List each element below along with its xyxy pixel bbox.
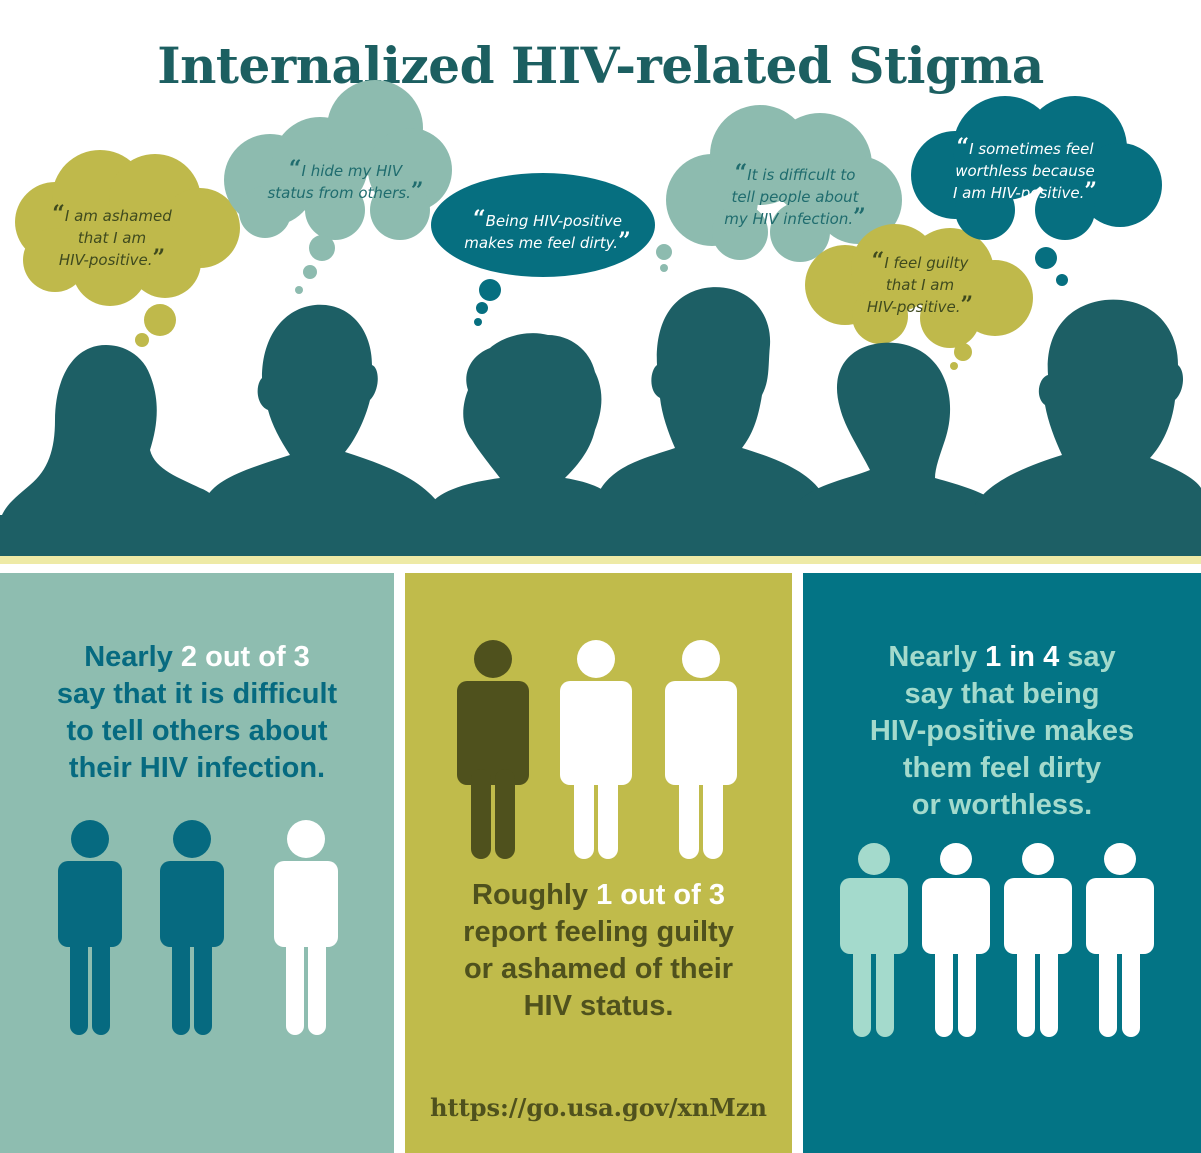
person-icon bbox=[1004, 843, 1072, 1037]
thought-bubble-1 bbox=[15, 150, 240, 347]
thought-text-1: “I am ashamed that I am HIV-positive.” bbox=[52, 201, 172, 271]
thought-bubble-4 bbox=[656, 105, 902, 272]
person-icon bbox=[457, 640, 529, 859]
stat-panel-middle: Roughly 1 out of 3 report feeling guilty… bbox=[405, 573, 792, 1153]
thought-text-6: “I sometimes feel worthless because I am… bbox=[952, 134, 1098, 204]
stat-text-right: Nearly 1 in 4 say say that being HIV-pos… bbox=[869, 641, 1135, 821]
silhouette-scene bbox=[0, 80, 1201, 556]
person-icon bbox=[58, 820, 122, 1035]
source-link[interactable]: https://go.usa.gov/xnMzn bbox=[430, 1093, 767, 1122]
people-icons-right bbox=[840, 843, 1154, 1037]
person-icon bbox=[1086, 843, 1154, 1037]
silhouettes bbox=[0, 287, 1201, 556]
thought-text-3: “Being HIV-positive makes me feel dirty.… bbox=[464, 206, 631, 254]
thought-text-2: “I hide my HIV status from others.” bbox=[267, 156, 424, 204]
person-icon bbox=[560, 640, 632, 859]
stat-text-left: Nearly 2 out of 3 say that it is difficu… bbox=[56, 641, 338, 784]
stat-panel-right: Nearly 1 in 4 say say that being HIV-pos… bbox=[803, 573, 1201, 1153]
person-icon bbox=[274, 820, 338, 1035]
divider-stripe bbox=[0, 556, 1201, 564]
people-icons-middle bbox=[457, 640, 737, 859]
thought-bubble-6 bbox=[911, 96, 1162, 286]
person-icon bbox=[665, 640, 737, 859]
thought-bubble-3 bbox=[431, 173, 655, 326]
thought-text-4: “It is difficult to tell people about my… bbox=[724, 160, 866, 230]
people-icons-left bbox=[58, 820, 338, 1035]
thought-text-5: “I feel guilty that I am HIV-positive.” bbox=[866, 248, 974, 318]
stat-text-middle: Roughly 1 out of 3 report feeling guilty… bbox=[463, 879, 734, 1022]
thought-bubble-2 bbox=[224, 80, 452, 294]
page-title: Internalized HIV-related Stigma bbox=[157, 35, 1044, 95]
thought-bubble-5 bbox=[805, 224, 1033, 370]
person-icon bbox=[922, 843, 990, 1037]
person-icon bbox=[840, 843, 908, 1037]
person-icon bbox=[160, 820, 224, 1035]
stat-panel-left: Nearly 2 out of 3 say that it is difficu… bbox=[0, 573, 394, 1153]
